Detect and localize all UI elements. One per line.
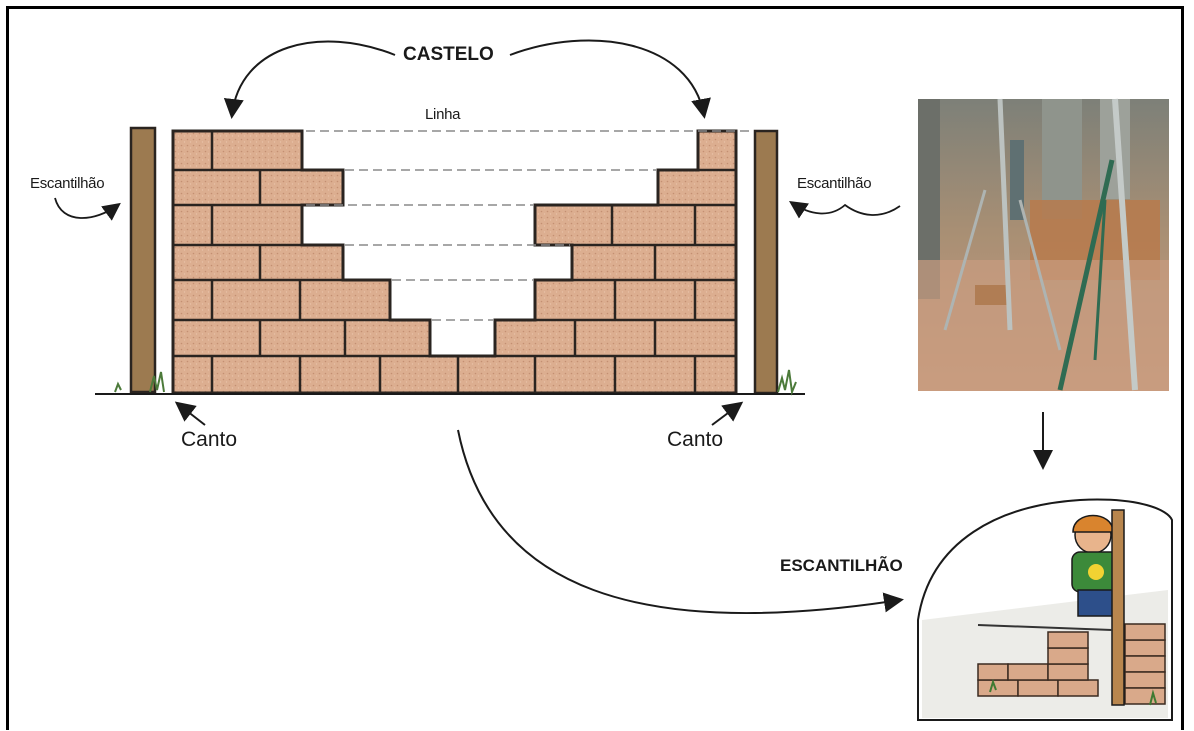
- castelo-arrow-right: [509, 39, 711, 119]
- canto-right-arrow: [711, 401, 744, 426]
- escantilhao-title-label: ESCANTILHÃO: [780, 556, 903, 575]
- escantilhao-right-label: Escantilhão: [797, 175, 872, 192]
- castelo-label: CASTELO: [403, 44, 494, 65]
- construction-photo: [918, 98, 1169, 391]
- canto-left-label: Canto: [181, 428, 238, 451]
- canto-left-arrow: [174, 401, 206, 426]
- escantilhao-left-arrow: [54, 197, 121, 221]
- left-post: [129, 126, 157, 394]
- right-post: [753, 129, 779, 395]
- escantilhao-right-arrow: [789, 201, 901, 219]
- linha-label: Linha: [425, 106, 461, 123]
- guide-lines: [306, 130, 752, 321]
- grass-left: [114, 371, 165, 393]
- castelo-arrow-left: [223, 40, 396, 119]
- mortar-lines: [173, 131, 736, 393]
- worker-illustration: [917, 498, 1173, 721]
- escantilhao-left-label: Escantilhão: [30, 175, 105, 192]
- escantilhao-big-arrow: [457, 429, 904, 615]
- grass-right: [777, 369, 797, 396]
- canto-right-label: Canto: [667, 428, 724, 451]
